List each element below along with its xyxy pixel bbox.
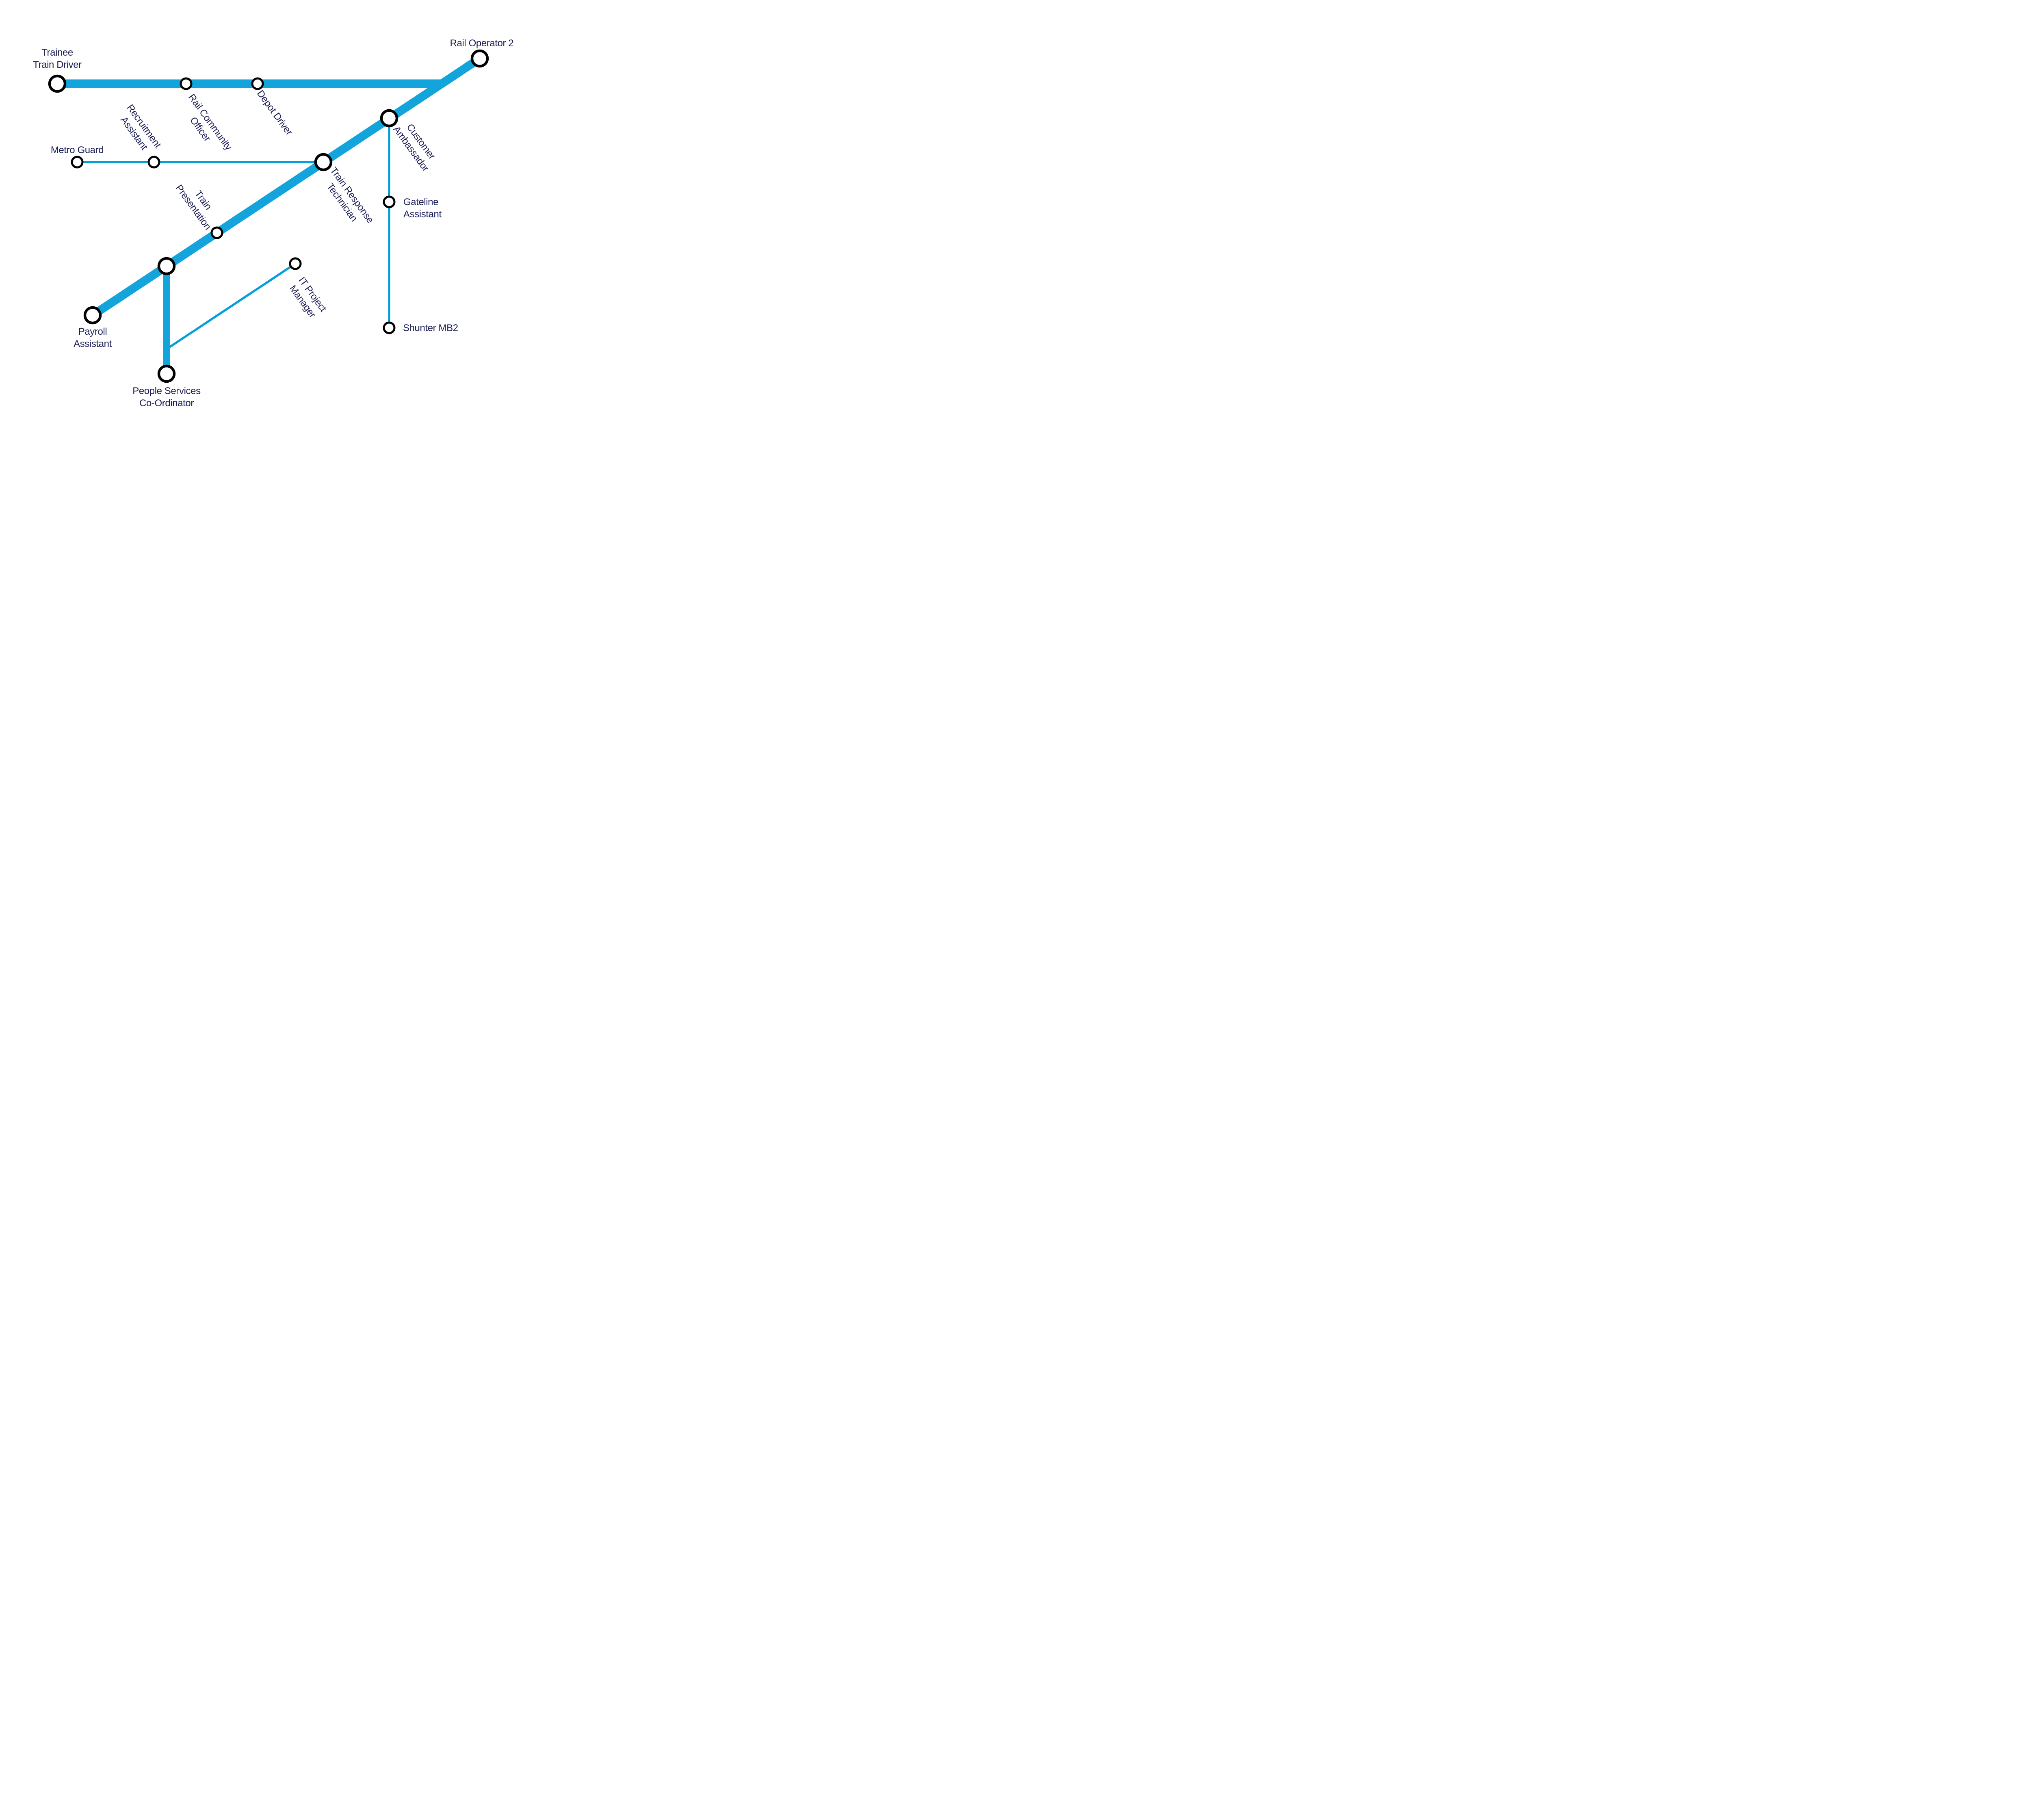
line-driver-line-diagonal: [90, 55, 482, 319]
label-rail-community-officer: Rail CommunityOfficer: [176, 92, 234, 159]
node-payroll-assistant: [83, 306, 102, 325]
label-shunter-mb2: Shunter MB2: [403, 323, 458, 334]
label-train-presentation: TrainPresentation: [173, 176, 223, 232]
node-depot-driver: [251, 77, 264, 90]
node-train-response-technician: [314, 153, 333, 171]
label-recruitment-assistant: RecruitmentAssistant: [115, 102, 163, 157]
label-rail-operator-2: Rail Operator 2: [450, 38, 514, 49]
node-interchange-junction: [157, 257, 176, 275]
label-train-response-technician: Train ResponseTechnician: [318, 165, 376, 232]
node-rail-community-officer: [180, 77, 193, 90]
node-recruitment-assistant: [147, 156, 160, 169]
line-it-project-line: [169, 262, 296, 348]
label-customer-ambassador: CustomerAmbassador: [391, 117, 441, 174]
label-depot-driver: Depot Driver: [255, 88, 294, 137]
node-trainee-train-driver: [48, 74, 67, 93]
node-people-services-co-ordinator: [157, 364, 176, 383]
node-it-project-manager: [289, 257, 302, 270]
label-it-project-manager: IT ProjectManager: [286, 275, 329, 321]
node-gateline-assistant: [383, 195, 396, 208]
node-customer-ambassador: [380, 109, 398, 128]
node-rail-operator-2: [470, 49, 489, 68]
label-metro-guard: Metro Guard: [51, 145, 104, 156]
node-shunter-mb2: [383, 321, 396, 334]
node-metro-guard: [71, 156, 84, 169]
node-train-presentation: [210, 226, 223, 239]
